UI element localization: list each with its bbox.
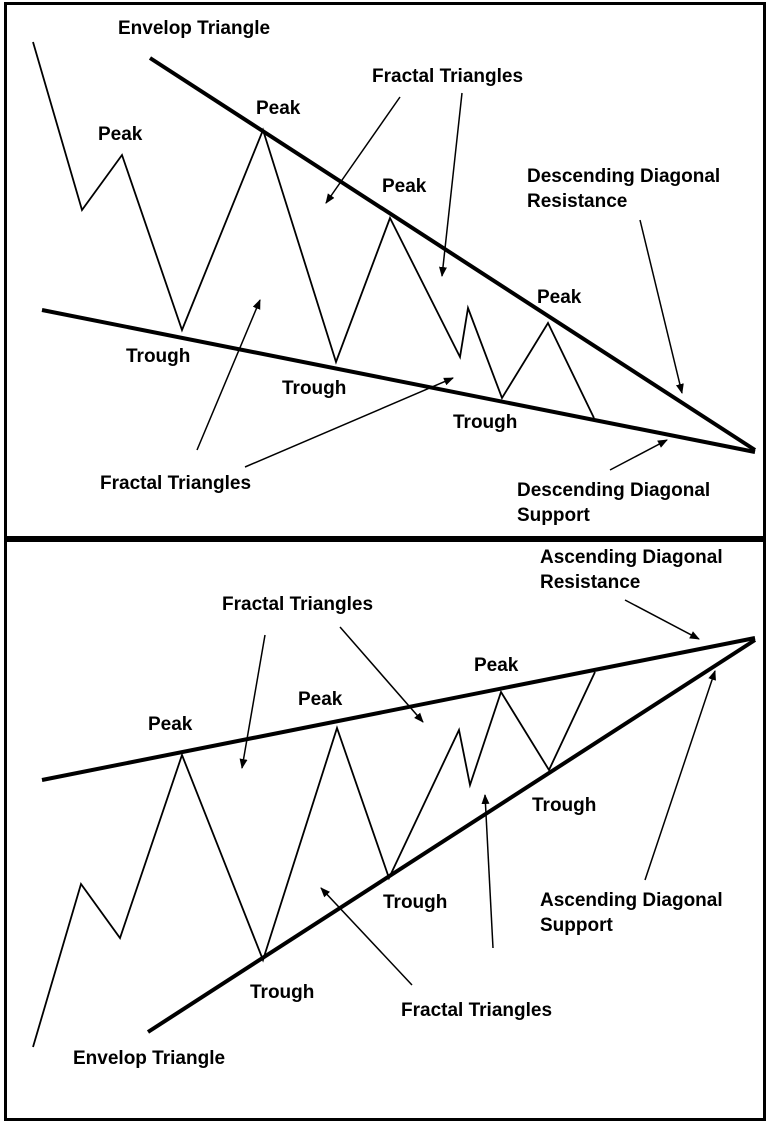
fractal-arrow — [339, 626, 424, 723]
envelope-triangle-label: Envelop Triangle — [73, 1048, 225, 1069]
peak-label: Peak — [382, 176, 427, 197]
peak-label: Peak — [256, 98, 301, 119]
ascending-triangle-panel: Ascending Diagonal Resistance Fractal Tr… — [4, 539, 766, 1121]
descending-triangle-panel: Envelop Triangle Fractal Triangles Peak … — [4, 2, 766, 539]
peak-label: Peak — [537, 287, 582, 308]
ascending-triangle-diagram: Ascending Diagonal Resistance Fractal Tr… — [32, 547, 757, 1069]
fractal-arrow — [481, 794, 494, 949]
support-label: Descending Diagonal — [517, 480, 710, 501]
fractal-triangles-label: Fractal Triangles — [401, 1000, 552, 1021]
resistance-label: Resistance — [540, 572, 640, 593]
trough-label: Trough — [126, 346, 190, 367]
peak-label: Peak — [298, 689, 343, 710]
fractal-arrow — [320, 887, 413, 986]
ascending-resistance-line — [41, 636, 756, 782]
ascending-support-line — [146, 638, 757, 1034]
resistance-label: Descending Diagonal — [527, 166, 720, 187]
peak-label: Peak — [474, 655, 519, 676]
fractal-arrow — [239, 634, 266, 769]
fractal-triangles-label: Fractal Triangles — [222, 594, 373, 615]
support-label: Support — [540, 915, 613, 936]
price-zigzag — [32, 671, 596, 1048]
support-arrow — [609, 439, 668, 471]
support-label: Ascending Diagonal — [540, 890, 723, 911]
resistance-label: Resistance — [527, 191, 627, 212]
trough-label: Trough — [250, 982, 314, 1003]
resistance-label: Ascending Diagonal — [540, 547, 723, 568]
fractal-arrow — [325, 96, 401, 204]
trough-label: Trough — [383, 892, 447, 913]
envelope-triangle-label: Envelop Triangle — [118, 18, 270, 39]
descending-triangle-diagram: Envelop Triangle Fractal Triangles Peak … — [32, 18, 757, 526]
fractal-triangles-label: Fractal Triangles — [100, 473, 251, 494]
descending-resistance-line — [148, 56, 757, 452]
trough-label: Trough — [453, 412, 517, 433]
resistance-arrow — [639, 219, 684, 394]
resistance-arrow — [624, 599, 700, 640]
support-label: Support — [517, 505, 590, 526]
trough-label: Trough — [532, 795, 596, 816]
price-zigzag — [32, 41, 595, 419]
fractal-arrow — [196, 299, 261, 451]
peak-label: Peak — [148, 714, 193, 735]
fractal-triangles-label: Fractal Triangles — [372, 66, 523, 87]
support-arrow — [644, 670, 716, 881]
fractal-arrow — [439, 92, 463, 277]
peak-label: Peak — [98, 124, 143, 145]
descending-support-line — [41, 308, 756, 454]
fractal-arrow — [244, 377, 454, 468]
trough-label: Trough — [282, 378, 346, 399]
